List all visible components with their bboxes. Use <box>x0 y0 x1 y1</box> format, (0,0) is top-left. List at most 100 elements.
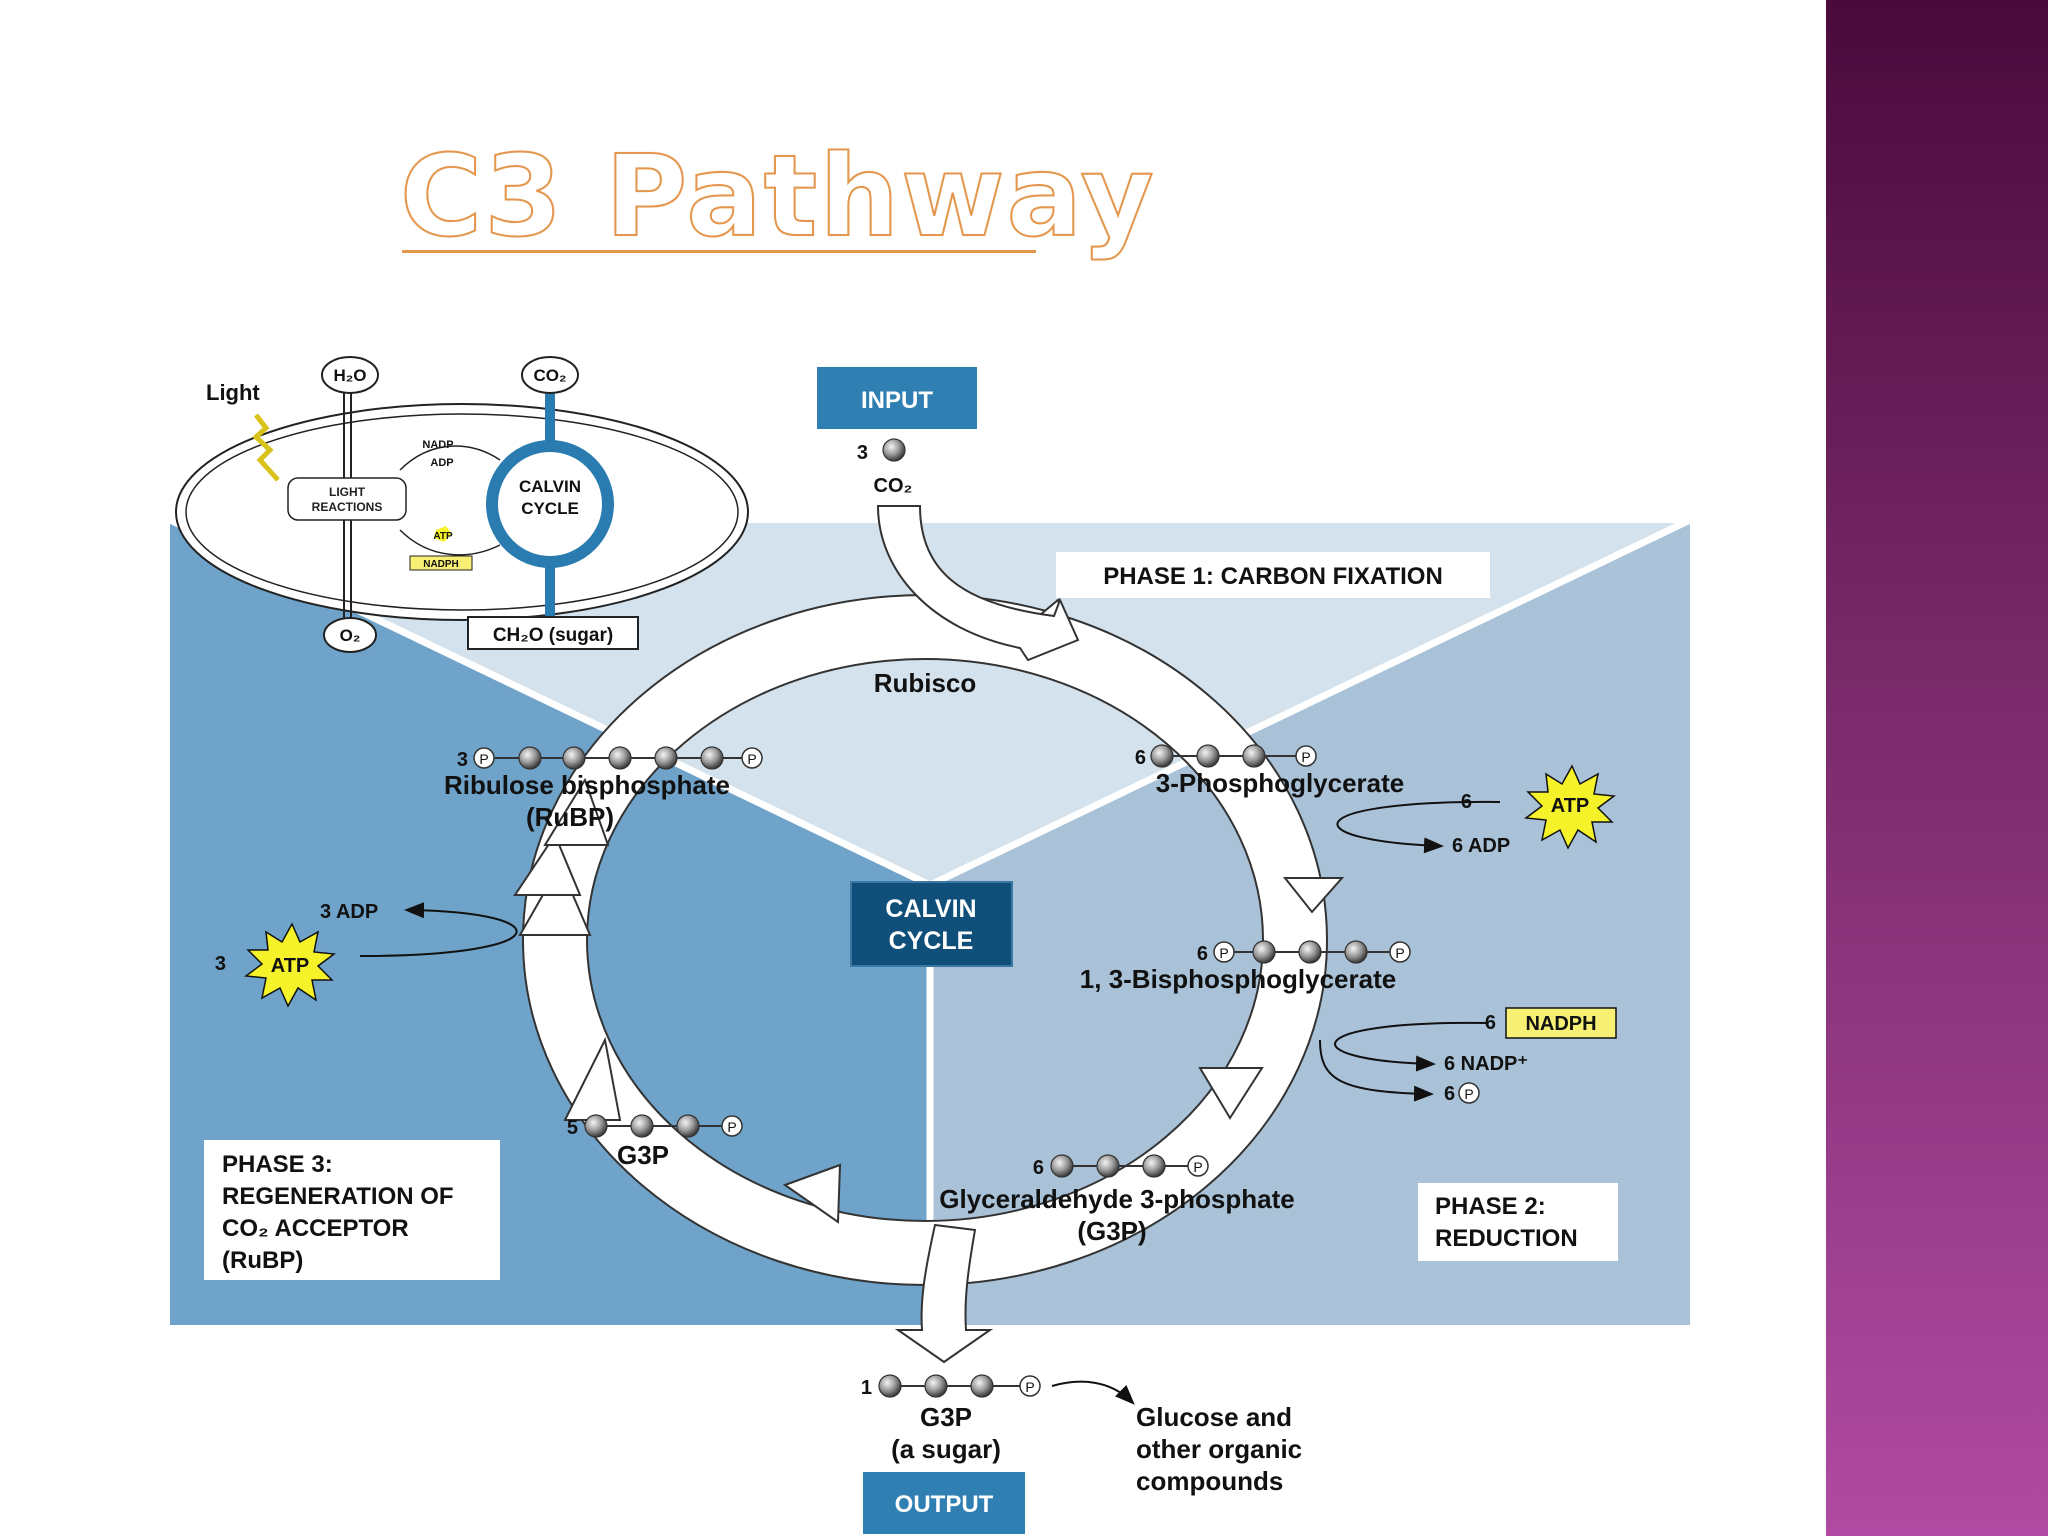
inset-atp-label: ATP <box>433 531 453 542</box>
co2-carbon-icon <box>882 438 906 462</box>
phase1-label: PHASE 1: CARBON FIXATION <box>1103 563 1443 590</box>
inset-o2-label: O₂ <box>340 626 361 645</box>
phase3-label-2: REGENERATION OF <box>222 1183 454 1210</box>
cycle-ring <box>513 594 1345 1286</box>
inset-calvin-1: CALVIN <box>519 477 581 496</box>
input-arrow <box>876 505 1080 662</box>
adp-left-label: 3 ADP <box>320 901 378 923</box>
inset-nadph-label: NADPH <box>423 559 459 570</box>
phase3-label-1: PHASE 3: <box>222 1151 333 1178</box>
output-products-arrow <box>1051 1380 1135 1405</box>
input-box <box>817 367 977 429</box>
center-box <box>850 881 1013 967</box>
input-molecule: CO₂ <box>874 475 913 497</box>
slide-title: C3 Pathway <box>399 131 1156 263</box>
arrowhead-reduction-1 <box>1282 877 1345 914</box>
output-products-2: other organic <box>1136 1434 1302 1464</box>
g3p-out-count: 1 <box>861 1377 872 1399</box>
pga-name: 3-Phosphoglycerate <box>1156 768 1405 798</box>
rubp-phosphate-2: P <box>747 751 756 767</box>
g3p-out-desc: (a sugar) <box>891 1434 1001 1464</box>
atp-burst-right <box>1524 764 1616 850</box>
arrowhead-regen-4 <box>543 777 610 846</box>
output-box <box>863 1472 1025 1534</box>
nadph-label: NADPH <box>1525 1013 1596 1035</box>
phase2-label-1: PHASE 2: <box>1435 1193 1546 1220</box>
phase2-label-2: REDUCTION <box>1435 1225 1578 1252</box>
output-arrow <box>894 1223 994 1364</box>
inset-light-label: Light <box>206 380 260 405</box>
inset-sugar-label: CH₂O (sugar) <box>493 625 613 646</box>
arrowhead-reduction-2 <box>1198 1067 1264 1120</box>
bpg-phosphate-2: P <box>1395 945 1404 961</box>
pga-chain <box>1150 744 1317 768</box>
g3p-regen-phosphate: P <box>727 1119 736 1135</box>
center-label-1: CALVIN <box>885 895 976 923</box>
atp-left-count: 3 <box>215 953 226 975</box>
pi-count: 6 <box>1444 1083 1455 1105</box>
inset-co2-label: CO₂ <box>533 366 566 385</box>
atp-adp-curve-right <box>1336 800 1501 854</box>
atp-adp-curve-left <box>359 902 518 957</box>
chloroplast-inset <box>175 356 749 653</box>
g3p-regen-name: G3P <box>617 1140 669 1170</box>
g3p-out-phosphate: P <box>1025 1379 1034 1395</box>
arrowhead-output-split <box>782 1163 842 1224</box>
rubp-phosphate-1: P <box>479 751 488 767</box>
phase1-label-box <box>1056 552 1490 598</box>
g3p-ring-phosphate: P <box>1193 1159 1202 1175</box>
phase2-label-box <box>1418 1183 1618 1261</box>
nadp-out-label: 6 NADP⁺ <box>1444 1053 1528 1075</box>
input-count: 3 <box>857 442 868 464</box>
inset-light-reactions-2: REACTIONS <box>312 500 383 514</box>
phase3-label-3: CO₂ ACCEPTOR <box>222 1215 409 1242</box>
atp-right-label: ATP <box>1551 795 1590 817</box>
output-label: OUTPUT <box>895 1491 994 1518</box>
title-underline <box>402 250 1036 253</box>
output-products-3: compounds <box>1136 1466 1283 1496</box>
g3p-out-name: G3P <box>920 1402 972 1432</box>
phase3-label-4: (RuBP) <box>222 1247 303 1274</box>
g3p-ring-chain <box>1050 1154 1209 1178</box>
bpg-name: 1, 3-Bisphosphoglycerate <box>1080 964 1396 994</box>
bpg-phosphate-1: P <box>1219 945 1228 961</box>
nadph-nadp-curve <box>1334 1021 1489 1072</box>
arrowhead-regen-3 <box>513 832 582 896</box>
g3p-ring-name: Glyceraldehyde 3-phosphate <box>939 1184 1294 1214</box>
rubp-abbr: (RuBP) <box>526 802 614 832</box>
rubisco-label: Rubisco <box>874 668 977 698</box>
nadph-box <box>1505 1007 1617 1039</box>
inset-nadp-label: NADP <box>422 439 453 451</box>
nadph-count: 6 <box>1485 1012 1496 1034</box>
pi-symbol: P <box>1464 1086 1473 1102</box>
bpg-chain <box>1213 940 1411 964</box>
inset-calvin-2: CYCLE <box>521 499 579 518</box>
pi-icon <box>1458 1082 1480 1104</box>
rubp-count: 3 <box>457 749 468 771</box>
pga-phosphate: P <box>1301 749 1310 765</box>
g3p-out-chain <box>878 1374 1041 1398</box>
g3p-ring-abbr: (G3P) <box>1077 1216 1146 1246</box>
input-label: INPUT <box>861 387 933 414</box>
rubp-name: Ribulose bisphosphate <box>444 770 730 800</box>
decorative-sidebar <box>1826 0 2048 1536</box>
output-products-1: Glucose and <box>1136 1402 1292 1432</box>
arrowhead-regen-2 <box>518 862 592 936</box>
g3p-ring-count: 6 <box>1033 1157 1044 1179</box>
phase3-label-box <box>204 1140 500 1280</box>
atp-right-count: 6 <box>1461 791 1472 813</box>
pga-count: 6 <box>1135 747 1146 769</box>
inset-light-reactions-1: LIGHT <box>329 485 366 499</box>
atp-left-label: ATP <box>271 955 310 977</box>
g3p-regen-chain <box>584 1114 743 1138</box>
g3p-regen-count: 5 <box>567 1117 578 1139</box>
pi-curve <box>1319 1039 1434 1102</box>
rubp-chain <box>473 746 763 770</box>
atp-burst-left <box>244 922 336 1008</box>
inset-h2o-label: H₂O <box>333 366 366 385</box>
center-label-2: CYCLE <box>889 927 974 955</box>
bpg-count: 6 <box>1197 943 1208 965</box>
adp-right-label: 6 ADP <box>1452 835 1510 857</box>
inset-adp-label: ADP <box>430 457 453 469</box>
